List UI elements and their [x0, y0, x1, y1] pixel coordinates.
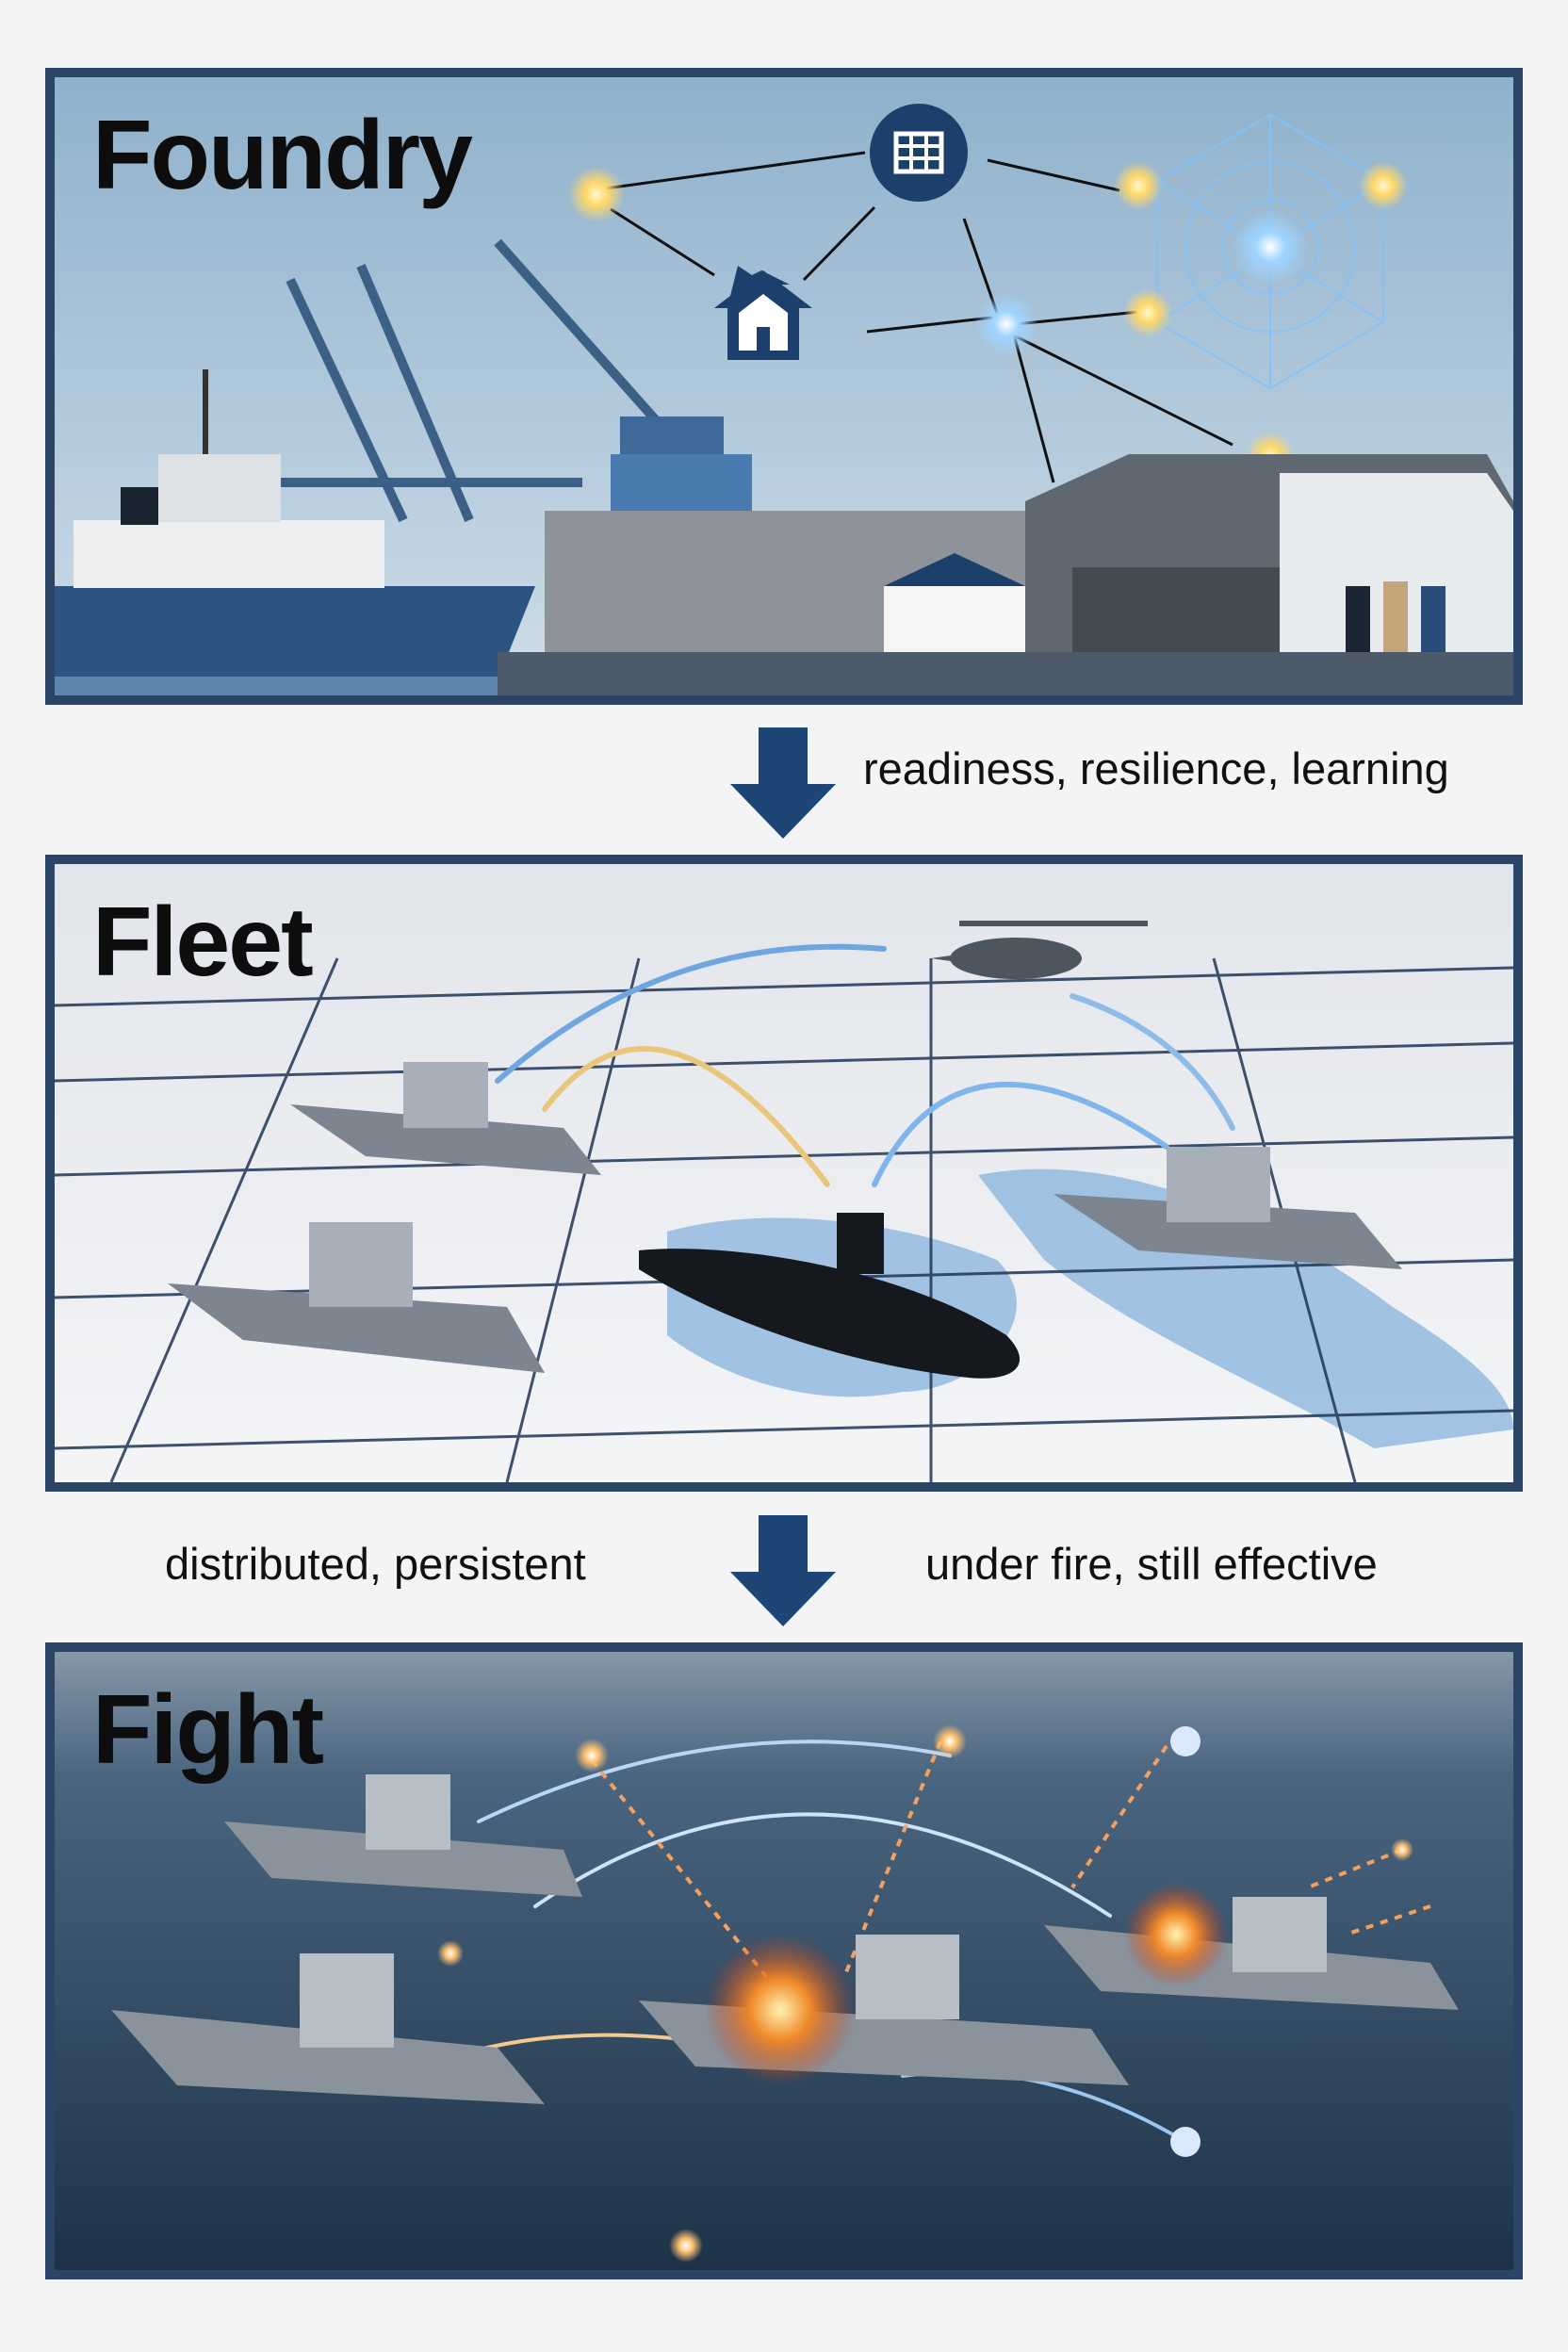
panel-title: Foundry	[92, 101, 473, 210]
house-icon	[714, 266, 812, 360]
down-arrow-icon	[730, 727, 836, 839]
transition-caption: under fire, still effective	[925, 1539, 1378, 1589]
fleet-panel: Fleet	[45, 855, 1523, 1492]
building-icon	[870, 104, 968, 202]
fight-scene	[55, 1652, 1513, 2270]
transition-caption: readiness, resilience, learning	[863, 743, 1449, 793]
foundry-panel: Foundry	[45, 68, 1523, 705]
fight-panel: Fight	[45, 1642, 1523, 2279]
foundry-scene	[55, 77, 1513, 695]
transition-caption: distributed, persistent	[165, 1539, 586, 1589]
fleet-scene	[55, 864, 1513, 1482]
panel-title: Fleet	[92, 888, 314, 997]
panel-title: Fight	[92, 1675, 324, 1785]
down-arrow-icon	[730, 1515, 836, 1626]
